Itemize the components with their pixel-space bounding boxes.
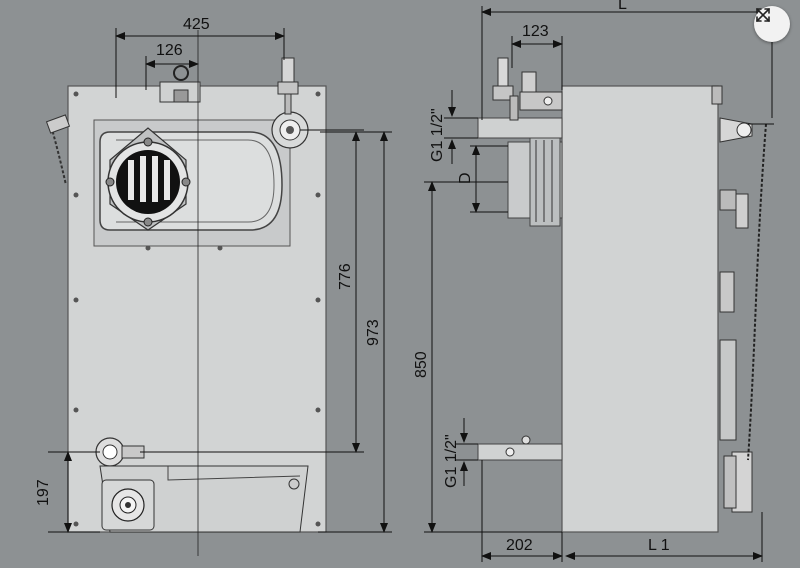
safety-valve-side xyxy=(492,57,563,121)
dimension-lines xyxy=(48,6,773,562)
draft-regulator xyxy=(711,85,753,513)
dim-425: 425 xyxy=(183,16,210,33)
dim-197: 197 xyxy=(35,479,52,506)
dim-g1-bottom: G1 1/2" xyxy=(443,434,460,488)
side-view xyxy=(477,57,774,533)
dim-L: L xyxy=(618,0,627,13)
panel-screws xyxy=(73,91,321,527)
dim-g1-top: G1 1/2" xyxy=(429,108,446,162)
burner-port xyxy=(105,127,191,231)
dim-202: 202 xyxy=(506,537,533,554)
ash-door xyxy=(99,465,309,533)
flow-pipe xyxy=(477,117,563,139)
return-pipe xyxy=(477,443,563,461)
dim-D: D xyxy=(457,172,474,184)
expand-arrows-icon xyxy=(756,8,770,22)
front-view xyxy=(45,30,327,556)
dim-123: 123 xyxy=(522,23,549,40)
top-lifting-eye xyxy=(159,65,201,103)
return-port xyxy=(95,437,145,467)
side-body xyxy=(561,85,719,533)
dim-126: 126 xyxy=(156,42,183,59)
regulator-chain xyxy=(747,123,767,461)
dim-776: 776 xyxy=(337,263,354,290)
dim-973: 973 xyxy=(365,319,382,346)
safety-valve-front xyxy=(277,57,299,115)
door-hinge-flange xyxy=(271,111,309,149)
dimension-labels: 425 126 776 973 197 L 123 G1 1/2" D 850 … xyxy=(35,0,670,554)
dim-850: 850 xyxy=(413,351,430,378)
expand-button[interactable] xyxy=(754,6,790,42)
dim-L1: L 1 xyxy=(648,537,670,554)
